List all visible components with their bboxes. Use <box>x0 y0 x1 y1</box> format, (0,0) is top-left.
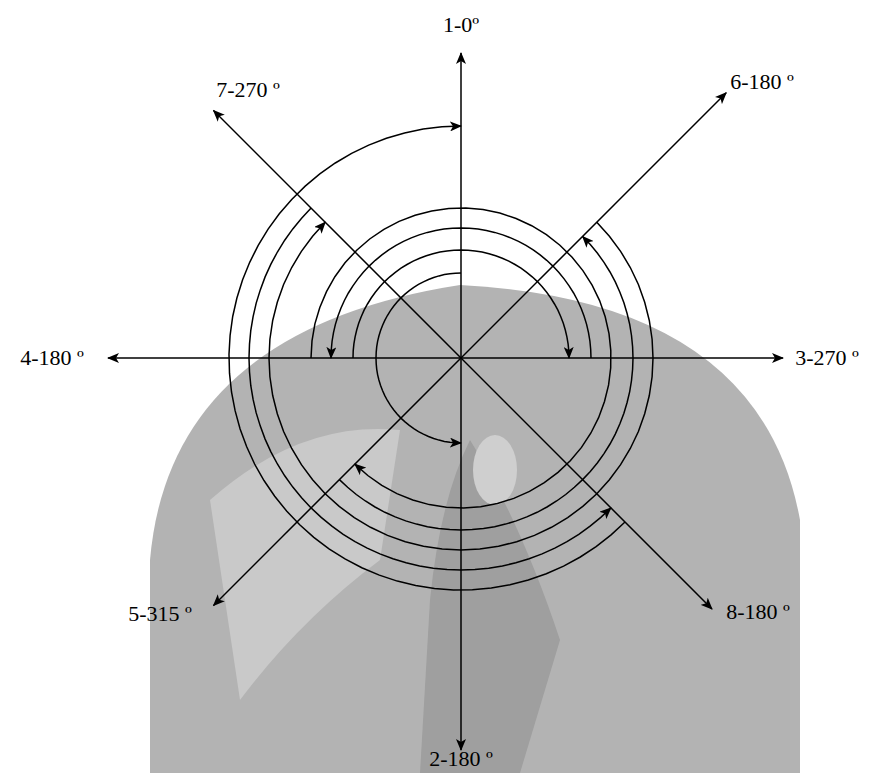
rotation-arc <box>353 250 569 358</box>
rotation-arc <box>331 228 591 358</box>
direction-label: 1-0º <box>443 13 479 37</box>
direction-arrow <box>461 358 712 609</box>
direction-arrow <box>461 357 783 359</box>
direction-arrow <box>108 357 461 359</box>
direction-label: 8-180 º <box>726 600 790 624</box>
direction-label: 2-180 º <box>429 747 493 771</box>
direction-arrow <box>214 358 462 606</box>
rotation-arc <box>311 208 611 508</box>
rotation-arc <box>376 273 461 443</box>
direction-label: 3-270 º <box>795 346 859 370</box>
direction-label: 5-315 º <box>128 602 192 626</box>
rotation-arc <box>269 222 653 550</box>
rotation-arc <box>339 236 633 530</box>
direction-arrow <box>460 53 462 358</box>
direction-label: 4-180 º <box>20 346 84 370</box>
rotation-arc <box>229 126 625 590</box>
rotation-arc <box>249 208 611 570</box>
direction-arrow <box>461 93 726 358</box>
direction-label: 7-270 º <box>216 78 280 102</box>
figure-head <box>473 435 517 505</box>
direction-arrow <box>460 358 462 750</box>
direction-label: 6-180 º <box>730 70 794 94</box>
